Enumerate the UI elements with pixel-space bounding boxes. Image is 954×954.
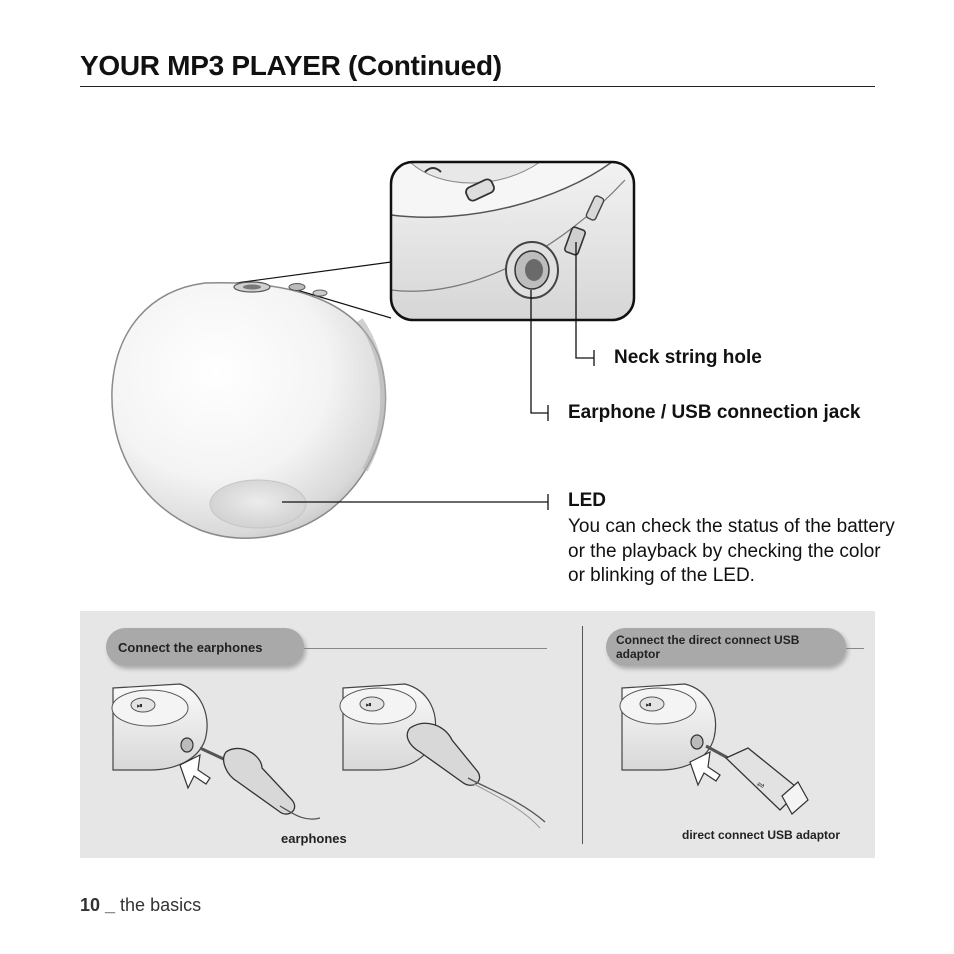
earphones-caption: earphones [281, 831, 347, 846]
earphone-jack-label: Earphone / USB connection jack [568, 402, 861, 423]
led-area [209, 479, 307, 529]
callout-led-line [282, 494, 549, 510]
player-diagram [111, 160, 636, 539]
led-description: You can check the status of the battery … [568, 516, 895, 586]
zoom-detail [389, 160, 636, 322]
mp3-player-body [111, 281, 387, 539]
footer-separator: _ [100, 895, 121, 915]
page-number: 10 [80, 895, 101, 915]
footer-section: the basics [120, 895, 202, 915]
page-title: YOUR MP3 PLAYER (Continued) [80, 50, 502, 81]
right-section-rule [846, 648, 864, 649]
title-divider [80, 86, 875, 87]
connect-usb-title: Connect the direct connect USB adaptor [606, 628, 846, 666]
neck-hole-top [288, 283, 306, 291]
callout-earphone-jack-line [530, 290, 549, 421]
callout-neck-string-hole-line [575, 242, 595, 366]
led-label: LED [568, 490, 606, 511]
page-footer: 10 _ the basics [80, 895, 201, 916]
panel-divider [582, 626, 583, 844]
left-section-rule [304, 648, 547, 649]
connect-earphones-title: Connect the earphones [106, 628, 304, 666]
zoom-leader-bottom [289, 287, 392, 319]
usb-adaptor-caption: direct connect USB adaptor [682, 828, 841, 842]
neck-string-hole-label: Neck string hole [614, 347, 762, 368]
zoom-leader-top [235, 261, 392, 284]
